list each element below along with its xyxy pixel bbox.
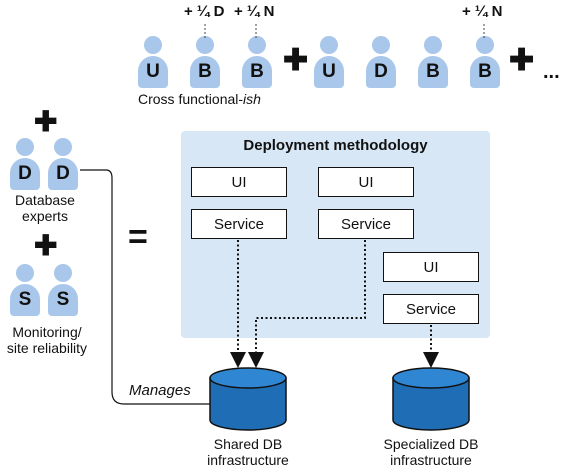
service-arrow xyxy=(248,240,366,368)
team-member: B xyxy=(190,36,220,88)
db-expert: D xyxy=(10,138,40,190)
fraction-label: + ¼ N xyxy=(234,3,275,20)
team-member: B xyxy=(418,36,448,88)
plus-icon: ✚ xyxy=(283,44,309,77)
manages-line xyxy=(80,169,210,405)
ui-box: UI xyxy=(383,252,479,282)
team-member: B xyxy=(470,36,500,88)
team-member: B xyxy=(242,36,272,88)
sre-member: S xyxy=(48,264,78,316)
plus-icon: ✚ xyxy=(509,44,535,77)
equals-sign: = xyxy=(128,218,148,256)
ui-box: UI xyxy=(318,167,414,197)
fraction-label: + ¼ N xyxy=(462,3,503,20)
specialized-db-cylinder-icon xyxy=(392,367,470,431)
team-member: U xyxy=(138,36,168,88)
db-expert: D xyxy=(48,138,78,190)
shared-db-cylinder-icon xyxy=(209,367,287,431)
team-member: U xyxy=(314,36,344,88)
ui-box: UI xyxy=(191,167,287,197)
manages-label: Manages xyxy=(129,382,191,399)
sre-member: S xyxy=(10,264,40,316)
team-member: D xyxy=(366,36,396,88)
service-box: Service xyxy=(383,294,479,324)
team-caption: Cross functional-ish xyxy=(138,91,261,107)
plus-icon: ✚ xyxy=(34,230,58,261)
sre-caption: Monitoring/site reliability xyxy=(6,324,88,356)
service-box: Service xyxy=(191,209,287,239)
ellipsis: ... xyxy=(543,61,560,83)
panel-title: Deployment methodology xyxy=(243,137,428,154)
service-box: Service xyxy=(318,209,414,239)
fraction-label: + ¼ D xyxy=(184,3,225,20)
plus-icon: ✚ xyxy=(34,106,58,137)
